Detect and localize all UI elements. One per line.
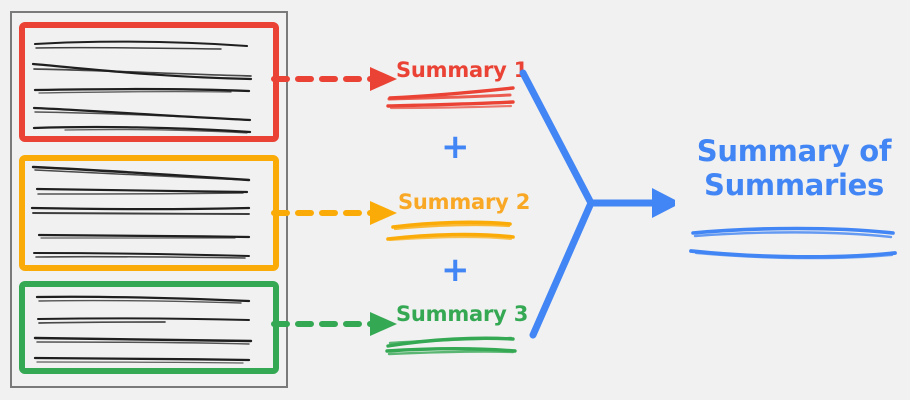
summary-2-underline <box>386 220 515 241</box>
dashed-arrow-2 <box>271 201 397 225</box>
document-chunk-3[interactable] <box>19 281 279 374</box>
scribble-lines-chunk-3 <box>33 295 253 364</box>
document-chunk-2[interactable] <box>19 155 279 271</box>
final-summary-title-line-2: Summaries <box>703 167 884 202</box>
final-summary-title-line-1: Summary of <box>696 134 892 168</box>
merge-arrow-head <box>652 188 675 218</box>
dashed-arrow-1 <box>271 67 397 91</box>
final-summary-underline <box>689 226 897 260</box>
final-summary-title: Summary of Summaries <box>686 134 902 203</box>
plus-operator-1: + <box>441 127 470 167</box>
document-chunk-1[interactable] <box>19 22 279 142</box>
plus-operator-2: + <box>441 250 470 290</box>
summary-3-underline <box>385 336 517 356</box>
merge-arrow <box>519 69 675 339</box>
scribble-lines-chunk-2 <box>30 165 251 259</box>
summary-1-underline <box>386 86 515 110</box>
summary-3-label: Summary 3 <box>396 302 529 326</box>
dashed-arrow-3 <box>271 312 397 336</box>
summary-1-label: Summary 1 <box>396 58 529 82</box>
scribble-lines-chunk-1 <box>31 40 253 134</box>
summary-2-label: Summary 2 <box>398 190 531 214</box>
